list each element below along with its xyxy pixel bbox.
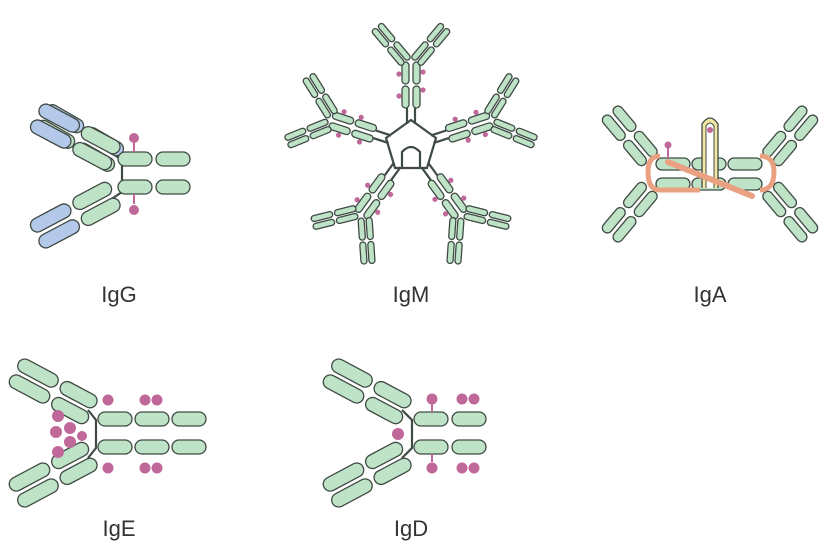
igd-molecule [322,358,487,508]
igg-molecule [29,103,191,249]
iga-dimer [599,103,821,245]
ige-molecule [8,358,207,508]
igm-label: IgM [392,282,430,307]
ige-label: IgE [102,516,136,541]
igg-label: IgG [101,282,137,307]
iga-label: IgA [693,282,727,307]
igm-molecule [279,21,543,272]
igd-label: IgD [393,516,429,541]
